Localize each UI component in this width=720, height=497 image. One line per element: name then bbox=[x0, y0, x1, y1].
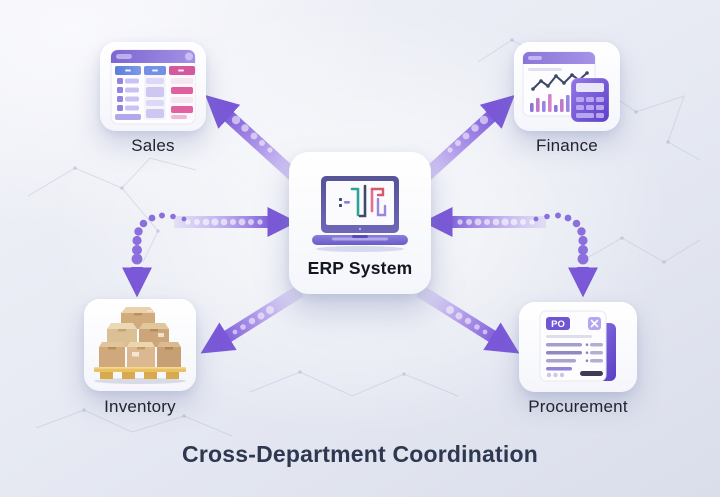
warehouse-boxes-icon bbox=[94, 307, 186, 384]
inventory-label: Inventory bbox=[104, 397, 176, 416]
po-badge-text: PO bbox=[551, 319, 565, 330]
arrow-left-into-erp bbox=[174, 207, 298, 237]
erp-label: ERP System bbox=[307, 258, 413, 278]
diagram-title: Cross-Department Coordination bbox=[182, 441, 538, 467]
laptop-erp-icon bbox=[312, 176, 408, 252]
chart-calculator-icon bbox=[522, 51, 610, 122]
arrow-right-into-erp bbox=[422, 207, 546, 237]
sales-node bbox=[100, 42, 206, 131]
arrow-erp-to-inventory bbox=[200, 285, 304, 354]
finance-label: Finance bbox=[536, 136, 598, 155]
procurement-label: Procurement bbox=[528, 397, 628, 416]
dotted-arrow-to-inventory bbox=[122, 212, 187, 298]
dotted-arrow-to-procurement bbox=[533, 212, 598, 298]
inventory-node bbox=[84, 299, 196, 391]
purchase-order-icon: PO bbox=[539, 310, 616, 382]
arrow-erp-to-procurement bbox=[416, 285, 520, 354]
procurement-node: PO bbox=[519, 302, 637, 392]
kanban-board-icon bbox=[110, 49, 196, 124]
erp-node: ERP System bbox=[289, 152, 431, 294]
finance-node bbox=[514, 42, 620, 131]
sales-label: Sales bbox=[131, 136, 175, 155]
